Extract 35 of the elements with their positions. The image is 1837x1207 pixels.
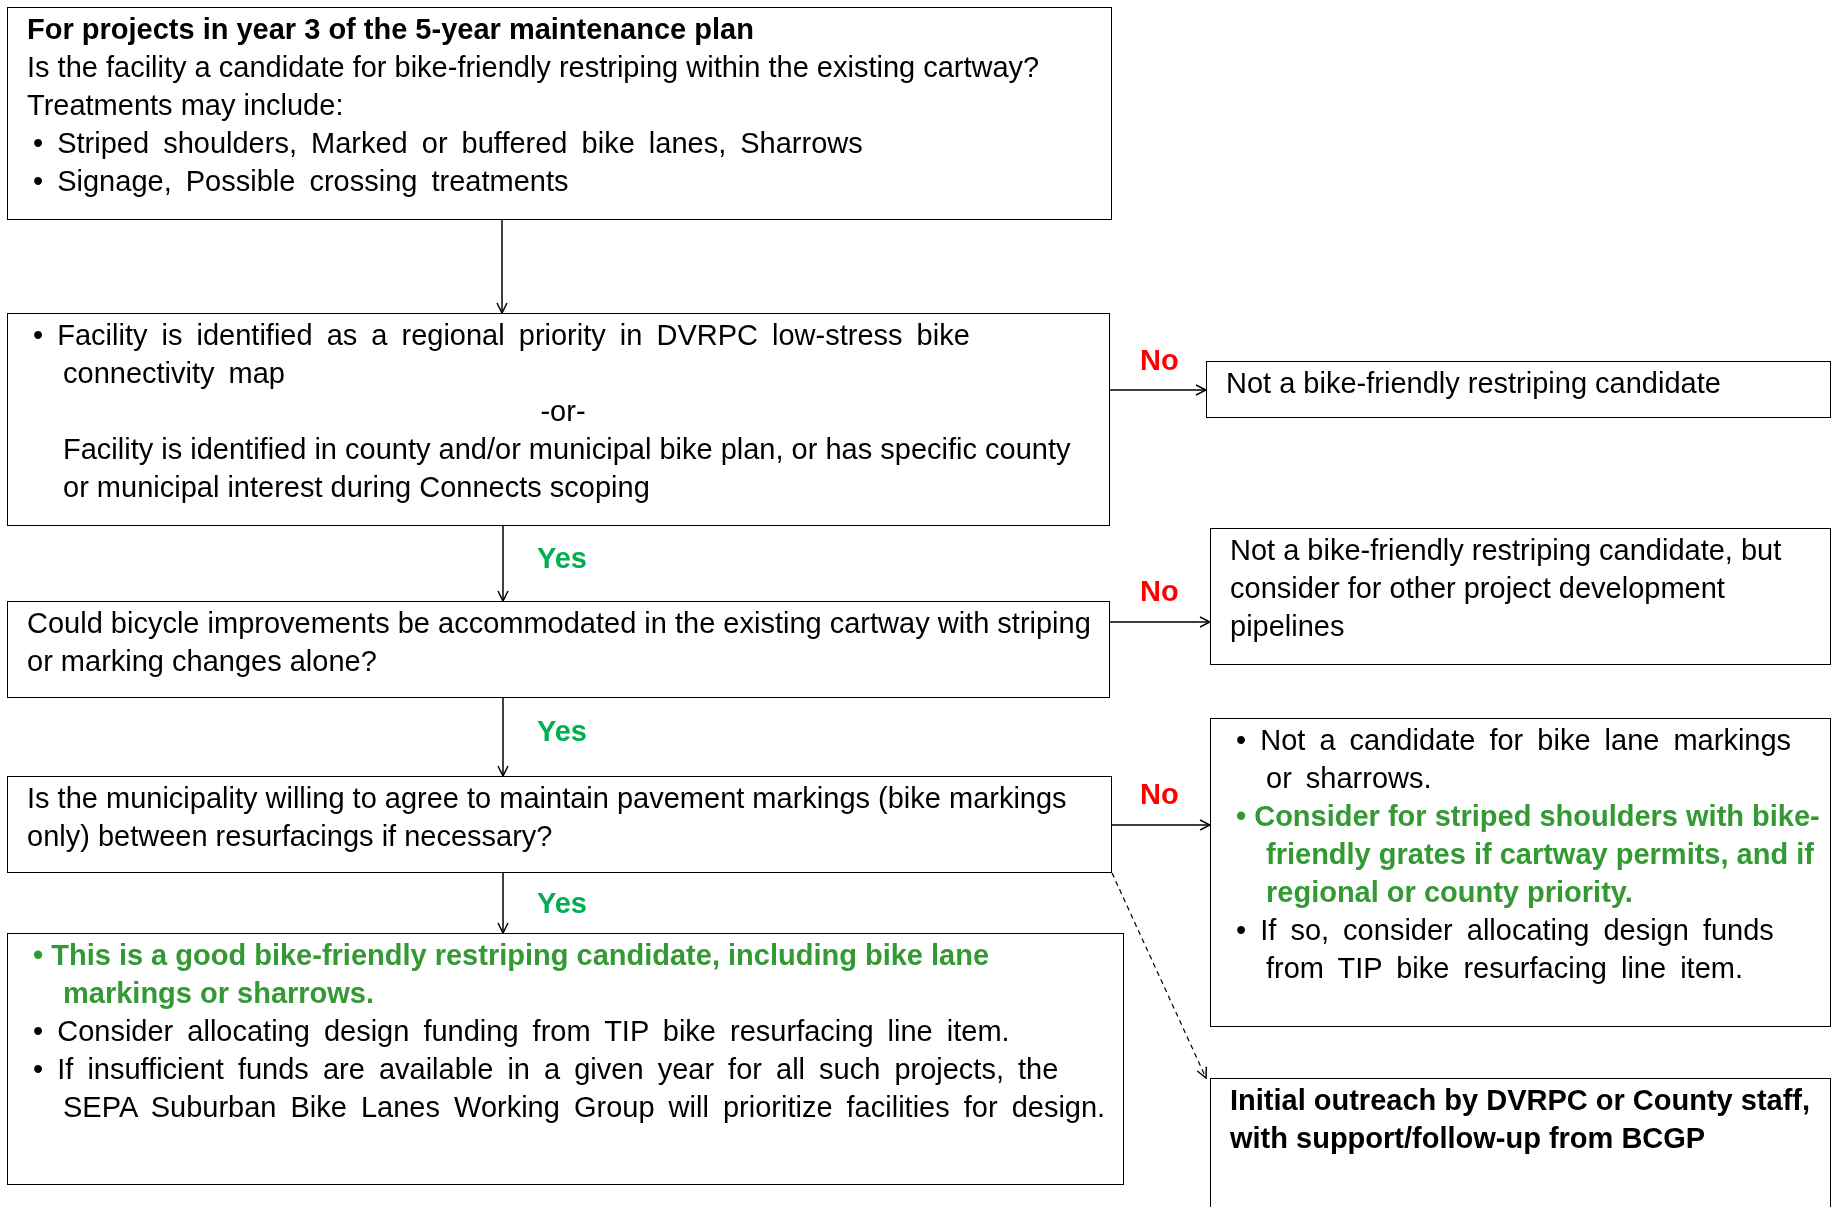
process-box [1206, 361, 1831, 418]
process-box [7, 7, 1112, 220]
arrow [497, 525, 509, 602]
bullet-item: • Consider allocating design funding from TIP bike resurfacing line item. [32, 1014, 1011, 1049]
body-text: Facility is identified in county and/or municipal bike plan, or has specific county or municipal interest during Connects scoping [62, 432, 1072, 505]
body-text: Not a bike-friendly restriping candidate [1226, 366, 1722, 401]
dashed-arrow [1111, 872, 1208, 1079]
arrow [1111, 819, 1211, 831]
heading-text: For projects in year 3 of the 5-year maintenance plan [27, 12, 755, 47]
process-box [1210, 528, 1831, 665]
process-box [7, 313, 1110, 526]
bullet-item: • This is a good bike-friendly restriping candidate, including bike lane markings or sharrows. [32, 938, 991, 1011]
process-box [7, 933, 1124, 1185]
arrow [496, 219, 508, 314]
body-text: Could bicycle improvements be accommodated in the existing cartway with striping or marking changes alone? [27, 606, 1092, 679]
arrow [497, 697, 509, 777]
bullet-item: • Consider for striped shoulders with bike-friendly grates if cartway permits, and if regional or county priority. [1235, 799, 1820, 910]
body-text: Initial outreach by DVRPC or County staff, with support/follow-up from BCGP [1230, 1083, 1812, 1156]
bullet-item: • Signage, Possible crossing treatments [32, 164, 570, 199]
bullet-item: • Facility is identified as a regional priority in DVRPC low-stress bike connectivity map [32, 318, 971, 391]
body-text: Is the facility a candidate for bike-friendly restriping within the existing cartway? Treatments may include: [27, 50, 1041, 123]
bullet-item: • If insufficient funds are available in a given year for all such projects, the SEPA Suburban Bike Lanes Working Group will prioritize facilities for design. [32, 1052, 1107, 1125]
arrow [1109, 616, 1211, 628]
process-box [1210, 718, 1831, 1027]
process-box [1210, 1078, 1831, 1207]
body-text: Not a bike-friendly restriping candidate, but consider for other project development pipelines [1230, 533, 1783, 644]
process-box [7, 601, 1110, 698]
arrow [497, 872, 509, 934]
body-text: Is the municipality willing to agree to maintain pavement markings (bike markings only) between resurfacings if necessary? [27, 781, 1068, 854]
bullet-item: • If so, consider allocating design funds from TIP bike resurfacing line item. [1235, 913, 1775, 986]
process-box [7, 776, 1112, 873]
bullet-item: • Not a candidate for bike lane markings or sharrows. [1235, 723, 1793, 796]
separator-text: -or- [539, 394, 587, 429]
arrow [1109, 384, 1207, 396]
bullet-item: • Striped shoulders, Marked or buffered bike lanes, Sharrows [32, 126, 864, 161]
